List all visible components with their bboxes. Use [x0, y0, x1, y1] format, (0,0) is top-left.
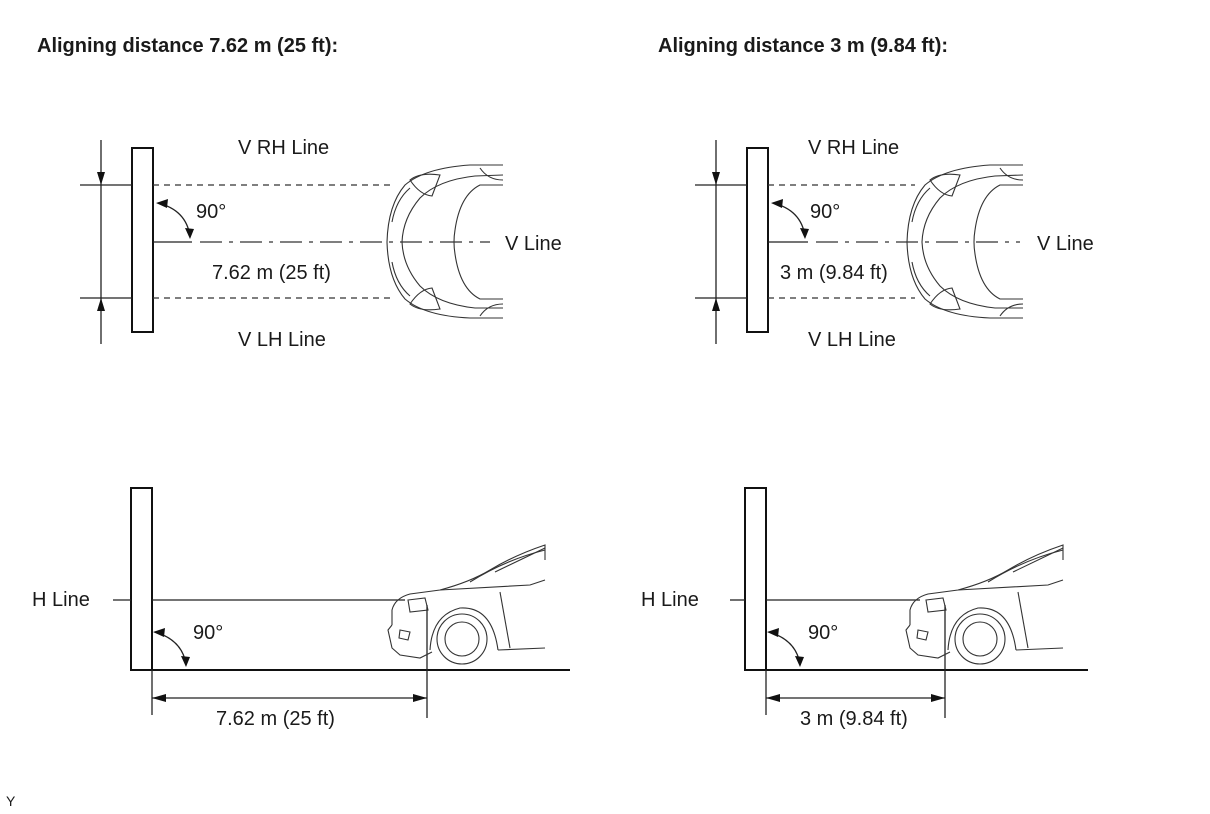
angle-label: 90° — [810, 201, 840, 223]
distance-label: 3 m (9.84 ft) — [780, 262, 888, 284]
angle-label: 90° — [193, 622, 223, 644]
distance-label: 7.62 m (25 ft) — [212, 262, 331, 284]
v-lh-line-label: V LH Line — [808, 329, 896, 351]
angle-label: 90° — [808, 622, 838, 644]
screen-board — [130, 487, 153, 671]
h-line-label: H Line — [641, 589, 699, 611]
right-top-view: 90° V RH Line V LH Line V Line 3 m (9.84… — [695, 137, 1094, 351]
vehicle-top-view — [386, 164, 504, 319]
screen-board — [744, 487, 767, 671]
v-rh-line-label: V RH Line — [808, 137, 899, 159]
left-side-view: H Line 90° 7.62 m (25 ft) — [32, 487, 570, 730]
left-top-view: 90° V RH Line V LH Line V Line 7.62 m (2… — [80, 137, 562, 351]
figure-code: Y — [6, 793, 16, 809]
vehicle-top-view — [906, 164, 1024, 319]
distance-dimension — [765, 605, 946, 718]
v-lh-line-label: V LH Line — [238, 329, 326, 351]
screen-board — [131, 147, 154, 333]
distance-dimension — [151, 605, 428, 718]
right-angle-arc — [153, 628, 190, 667]
vehicle-side-view — [905, 544, 1064, 665]
distance-label: 7.62 m (25 ft) — [216, 708, 335, 730]
left-panel-title: Aligning distance 7.62 m (25 ft): — [37, 35, 338, 57]
angle-label: 90° — [196, 201, 226, 223]
vehicle-side-view — [387, 544, 546, 665]
right-angle-arc — [767, 628, 804, 667]
v-line-label: V Line — [1037, 233, 1094, 255]
v-rh-line-label: V RH Line — [238, 137, 329, 159]
right-angle-arc — [771, 199, 809, 239]
right-panel-title: Aligning distance 3 m (9.84 ft): — [658, 35, 948, 57]
height-dimension — [712, 140, 720, 344]
right-side-view: H Line 90° 3 m (9.84 ft) — [641, 487, 1088, 730]
v-line-label: V Line — [505, 233, 562, 255]
screen-board — [746, 147, 769, 333]
distance-label: 3 m (9.84 ft) — [800, 708, 908, 730]
h-line-label: H Line — [32, 589, 90, 611]
height-dimension — [97, 140, 105, 344]
right-angle-arc — [156, 199, 194, 239]
